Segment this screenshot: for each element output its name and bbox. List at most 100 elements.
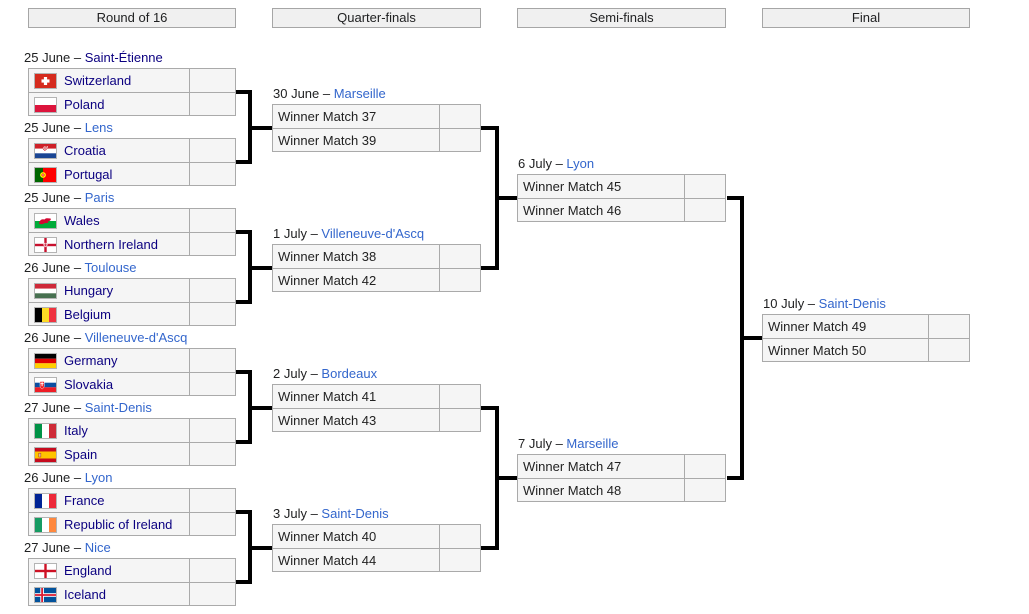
spain-flag-icon: [34, 446, 57, 463]
team-link[interactable]: Croatia: [64, 143, 106, 158]
team-placeholder: Winner Match 46: [523, 203, 622, 218]
belgium-flag-icon: [34, 306, 57, 323]
match-date: 10 July –: [763, 296, 819, 311]
match-date: 26 June –: [24, 330, 85, 345]
team-row: Winner Match 49: [763, 315, 969, 339]
score-cell: [189, 513, 235, 536]
venue-link[interactable]: Nice: [84, 540, 111, 555]
match-date: 2 July –: [273, 366, 322, 381]
score-cell: [439, 385, 480, 408]
score-cell: [189, 209, 235, 232]
venue-link[interactable]: Saint-Étienne: [84, 50, 163, 65]
venue-link[interactable]: Saint-Denis: [321, 506, 389, 521]
match-label: 2 July – Bordeaux: [273, 366, 377, 381]
team-link[interactable]: Wales: [64, 213, 100, 228]
venue-link[interactable]: Saint-Denis: [84, 400, 152, 415]
score-cell: [684, 199, 725, 222]
match-label: 26 June – Lyon: [24, 470, 112, 485]
team-link[interactable]: Poland: [64, 97, 105, 112]
team-row: France: [29, 489, 235, 513]
team-row: Spain: [29, 443, 235, 466]
england-flag-icon: [34, 562, 57, 579]
venue-link[interactable]: Villeneuve-d'Ascq: [84, 330, 188, 345]
match-label: 7 July – Marseille: [518, 436, 618, 451]
team-link[interactable]: Switzerland: [64, 73, 132, 88]
venue-link[interactable]: Lyon: [566, 156, 595, 171]
venue-link[interactable]: Toulouse: [84, 260, 137, 275]
bracket-connector: [236, 300, 252, 304]
score-cell: [189, 303, 235, 326]
team-row: Winner Match 46: [518, 199, 725, 222]
team-link[interactable]: Belgium: [64, 307, 111, 322]
round-header-quarter-finals: Quarter-finals: [272, 8, 481, 28]
score-cell: [189, 163, 235, 186]
match-label: 1 July – Villeneuve-d'Ascq: [273, 226, 424, 241]
bracket-connector: [481, 546, 499, 550]
venue-link[interactable]: Saint-Denis: [818, 296, 886, 311]
venue-link[interactable]: Lyon: [84, 470, 113, 485]
team-link[interactable]: Slovakia: [64, 377, 114, 392]
bracket-connector: [236, 230, 252, 234]
germany-flag-icon: [34, 352, 57, 369]
team-link[interactable]: France: [64, 493, 105, 508]
score-cell: [684, 479, 725, 502]
team-placeholder: Winner Match 44: [278, 553, 377, 568]
team-row: Portugal: [29, 163, 235, 186]
venue-link[interactable]: Marseille: [333, 86, 386, 101]
ireland-flag-icon: [34, 516, 57, 533]
venue-link[interactable]: Lens: [84, 120, 113, 135]
score-cell: [439, 549, 480, 572]
venue-link[interactable]: Marseille: [566, 436, 619, 451]
venue-link[interactable]: Bordeaux: [321, 366, 378, 381]
bracket-connector: [495, 476, 517, 480]
bracket-connector: [248, 266, 272, 270]
team-link[interactable]: Republic of Ireland: [64, 517, 173, 532]
score-cell: [189, 419, 235, 442]
team-link[interactable]: Portugal: [64, 167, 113, 182]
score-cell: [928, 315, 969, 338]
match-date: 1 July –: [273, 226, 322, 241]
score-cell: [189, 373, 235, 396]
team-row: Winner Match 40: [273, 525, 480, 549]
team-row: Wales: [29, 209, 235, 233]
switzerland-flag-icon: [34, 72, 57, 89]
team-row: Winner Match 44: [273, 549, 480, 572]
round-header-final: Final: [762, 8, 970, 28]
team-row: Winner Match 42: [273, 269, 480, 292]
score-cell: [439, 245, 480, 268]
team-row: Winner Match 45: [518, 175, 725, 199]
score-cell: [189, 489, 235, 512]
match-box: Winner Match 41 Winner Match 43: [272, 384, 481, 432]
team-row: Slovakia: [29, 373, 235, 396]
team-link[interactable]: Northern Ireland: [64, 237, 158, 252]
match-date: 30 June –: [273, 86, 334, 101]
team-placeholder: Winner Match 41: [278, 389, 377, 404]
team-row: Winner Match 50: [763, 339, 969, 362]
match-date: 27 June –: [24, 540, 85, 555]
team-link[interactable]: Italy: [64, 423, 88, 438]
team-placeholder: Winner Match 43: [278, 413, 377, 428]
team-link[interactable]: England: [64, 563, 112, 578]
venue-link[interactable]: Villeneuve-d'Ascq: [321, 226, 425, 241]
team-row: England: [29, 559, 235, 583]
score-cell: [189, 583, 235, 606]
venue-link[interactable]: Paris: [84, 190, 115, 205]
score-cell: [684, 175, 725, 198]
team-link[interactable]: Spain: [64, 447, 98, 462]
team-link[interactable]: Hungary: [64, 283, 114, 298]
hungary-flag-icon: [34, 282, 57, 299]
team-row: Winner Match 43: [273, 409, 480, 432]
match-label: 25 June – Lens: [24, 120, 113, 135]
team-placeholder: Winner Match 39: [278, 133, 377, 148]
team-link[interactable]: Iceland: [64, 587, 106, 602]
team-link[interactable]: Germany: [64, 353, 118, 368]
team-row: Winner Match 39: [273, 129, 480, 152]
match-label: 27 June – Saint-Denis: [24, 400, 152, 415]
team-row: Italy: [29, 419, 235, 443]
team-placeholder: Winner Match 42: [278, 273, 377, 288]
